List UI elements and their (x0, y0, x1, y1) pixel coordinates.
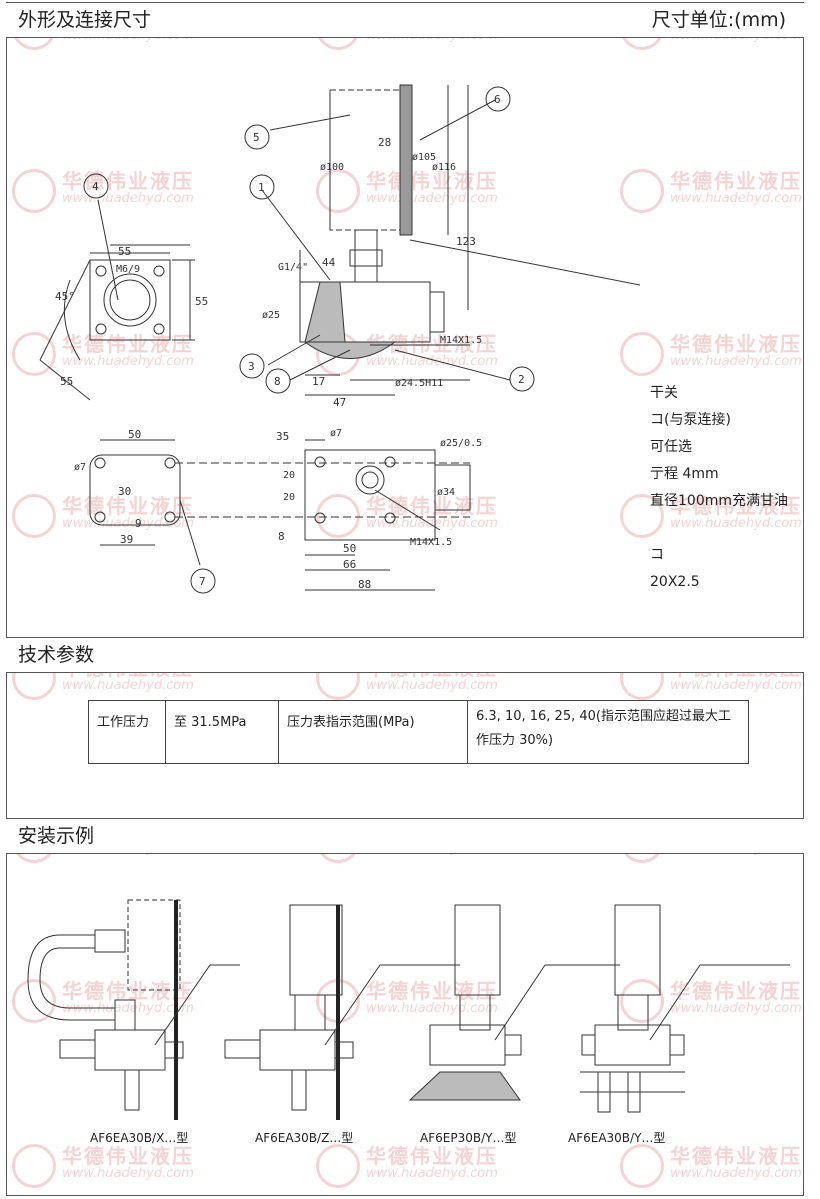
note-item: 可任选 (650, 439, 692, 455)
side-view (39, 199, 195, 401)
dim-7b: ø7 (330, 428, 342, 439)
dim-245: ø24.5H11 (395, 378, 443, 389)
section-header-tech: 技术参数 (6, 637, 804, 673)
example-caption: AF6EA30B/Z…型 (255, 1131, 354, 1145)
dim-25-05: ø25/0.5 (440, 438, 482, 449)
note-item: コ (650, 547, 664, 563)
dim-55b: 55 (195, 295, 208, 308)
dim-66: 66 (343, 558, 356, 571)
mounting-plate-view (89, 439, 470, 566)
dim-44: 44 (322, 256, 336, 269)
example-z (224, 904, 460, 1120)
callout-3: 3 (248, 360, 255, 373)
spec-table: 工作压力 至 31.5MPa 压力表指示范围(MPa) 6.3, 10, 16,… (88, 700, 749, 764)
dim-30: 30 (118, 485, 131, 498)
dim-20b: 20 (283, 492, 295, 503)
note-item: コ(与泵连接) (650, 412, 731, 428)
callout-4: 4 (92, 180, 99, 193)
callout-2: 2 (518, 373, 525, 386)
dim-25: ø25 (262, 310, 280, 321)
note-item: 20X2.5 (650, 574, 700, 590)
dim-28: 28 (378, 136, 391, 149)
note-item: 直径100mm充满甘油 (650, 493, 788, 509)
callout-8: 8 (274, 375, 281, 388)
callout-7: 7 (199, 575, 206, 588)
dim-100: ø100 (320, 162, 344, 173)
dim-50a: 50 (128, 428, 141, 441)
dim-47: 47 (333, 396, 346, 409)
dim-m14b: M14X1.5 (410, 537, 452, 548)
dim-m14a: M14X1.5 (440, 335, 482, 346)
note-item (650, 515, 788, 542)
spec-cell-range-value: 6.3, 10, 16, 25, 40(指示范围应超过最大工作压力 30%) (467, 700, 749, 764)
gauge-valve-view (261, 84, 641, 396)
spec-cell-value: 至 31.5MPa (165, 700, 279, 764)
dim-m69: M6/9 (116, 264, 140, 275)
dim-116: ø116 (432, 162, 456, 173)
dim-35: 35 (276, 430, 289, 443)
drawing-notes: 干关 コ(与泵连接) 可任选 亍程 4mm 直径100mm充满甘油 コ 20X2… (650, 380, 788, 596)
dim-55a: 55 (118, 245, 131, 258)
section-header-dimensions: 外形及连接尺寸 尺寸单位:(mm) (6, 2, 804, 38)
tech-title: 技术参数 (18, 644, 95, 666)
spec-cell-label: 工作压力 (88, 700, 166, 764)
example-caption: AF6EA30B/Y…型 (568, 1131, 666, 1145)
note-item: 干关 (650, 385, 678, 401)
callout-1: 1 (258, 181, 265, 194)
dim-105: ø105 (412, 152, 436, 163)
dim-17: 17 (312, 375, 325, 388)
dimension-drawing: 4 1 5 6 3 8 2 7 55 M6/9 55 45° 55 G1/4" … (39, 84, 641, 594)
section-header-install: 安装示例 (6, 818, 804, 854)
example-x (27, 899, 240, 1120)
valve-bottom-view (304, 439, 471, 591)
callout-5: 5 (253, 131, 260, 144)
callouts (83, 86, 535, 594)
table-row: 工作压力 至 31.5MPa 压力表指示范围(MPa) 6.3, 10, 16,… (88, 700, 749, 764)
dim-g14: G1/4" (278, 262, 308, 273)
example-y (580, 904, 790, 1113)
install-examples (27, 899, 790, 1120)
dim-8: 8 (278, 530, 285, 543)
install-title: 安装示例 (18, 825, 95, 847)
dim-9: 9 (135, 517, 142, 530)
dimensions-title: 外形及连接尺寸 (18, 9, 152, 31)
example-caption: AF6EP30B/Y…型 (420, 1131, 517, 1145)
dim-7a: ø7 (74, 462, 86, 473)
unit-label: 尺寸单位:(mm) (651, 9, 786, 31)
dim-39: 39 (120, 533, 133, 546)
dim-55c: 55 (60, 375, 73, 388)
dim-88: 88 (358, 578, 371, 591)
callout-6: 6 (494, 93, 501, 106)
note-item: 亍程 4mm (650, 466, 719, 482)
dim-50b: 50 (343, 542, 356, 555)
dim-34: ø34 (437, 487, 455, 498)
dim-123: 123 (456, 235, 476, 248)
example-caption: AF6EA30B/X…型 (90, 1131, 189, 1145)
example-ep (408, 904, 620, 1101)
dim-45: 45° (55, 290, 75, 303)
spec-cell-range-label: 压力表指示范围(MPa) (278, 700, 468, 764)
dim-20a: 20 (283, 470, 295, 481)
